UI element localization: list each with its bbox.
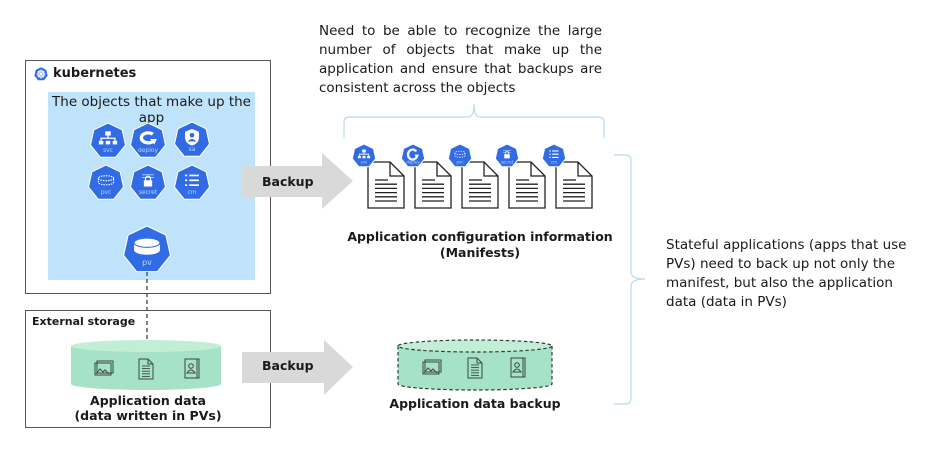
svc-badge-icon-label: svc xyxy=(361,159,368,164)
cm-icon: cm xyxy=(173,164,211,200)
deploy-badge-icon-label: deploy xyxy=(406,159,420,164)
sa-icon-label: sa xyxy=(189,146,196,153)
deploy-badge-icon: deploy xyxy=(400,143,426,168)
manifests-label-line1: Application configuration information xyxy=(347,229,613,244)
cm-badge-icon: cm xyxy=(541,143,567,168)
manifest-document-pvc: pvc xyxy=(447,143,499,209)
pv-icon: pv xyxy=(123,225,171,273)
pvc-badge-icon: pvc xyxy=(447,143,473,168)
secret-badge-icon-label: secret xyxy=(501,159,514,164)
manifest-document-secret: secret xyxy=(494,143,546,209)
secret-icon-label: secret xyxy=(139,189,158,196)
cm-badge-icon-label: cm xyxy=(551,159,557,164)
external-storage-title: External storage xyxy=(32,315,136,328)
secret-icon: secret xyxy=(129,164,167,200)
contact-book-icon xyxy=(510,357,526,378)
application-data-label-line2: (data written in PVs) xyxy=(74,408,222,423)
manifests-label: Application configuration information (M… xyxy=(330,229,630,261)
data-backup-label-text: Application data backup xyxy=(389,396,561,411)
svc-icon-label: svc xyxy=(103,147,113,154)
contact-book-icon xyxy=(184,358,200,379)
manifest-document-svc: svc xyxy=(351,143,405,209)
image-icon xyxy=(422,359,442,375)
pv-icon-label: pv xyxy=(142,258,152,267)
manifest-document-deploy: deploy xyxy=(400,143,452,209)
application-data-label-line1: Application data xyxy=(90,393,206,408)
deploy-icon: deploy xyxy=(129,122,167,158)
data-backup-label: Backup xyxy=(262,358,314,373)
application-data-label: Application data (data written in PVs) xyxy=(25,393,271,423)
manifest-backup-label: Backup xyxy=(262,174,314,189)
app-objects-title: The objects that make up the app xyxy=(52,94,251,126)
document-icon xyxy=(467,357,483,379)
image-icon xyxy=(94,360,114,376)
secret-badge-icon: secret xyxy=(494,143,520,168)
kubernetes-title: kubernetes xyxy=(53,66,137,81)
kubernetes-logo-icon xyxy=(34,66,48,80)
pvc-icon-label: pvc xyxy=(101,189,112,196)
consistency-note: Need to be able to recognize the large n… xyxy=(319,23,602,96)
document-icon xyxy=(138,358,154,380)
pvc-badge-icon-label: pvc xyxy=(456,159,463,164)
cm-icon-label: cm xyxy=(187,189,196,196)
kubernetes-header: kubernetes xyxy=(34,66,136,81)
manifest-document-cm: cm xyxy=(541,143,593,209)
stateful-note: Stateful applications (apps that use PVs… xyxy=(666,237,907,310)
deploy-icon-label: deploy xyxy=(138,147,158,154)
svc-badge-icon: svc xyxy=(351,143,377,168)
svc-icon: svc xyxy=(89,122,127,158)
pvc-icon: pvc xyxy=(87,164,125,200)
sa-icon: sa xyxy=(173,121,211,157)
manifests-label-line2: (Manifests) xyxy=(439,245,521,260)
